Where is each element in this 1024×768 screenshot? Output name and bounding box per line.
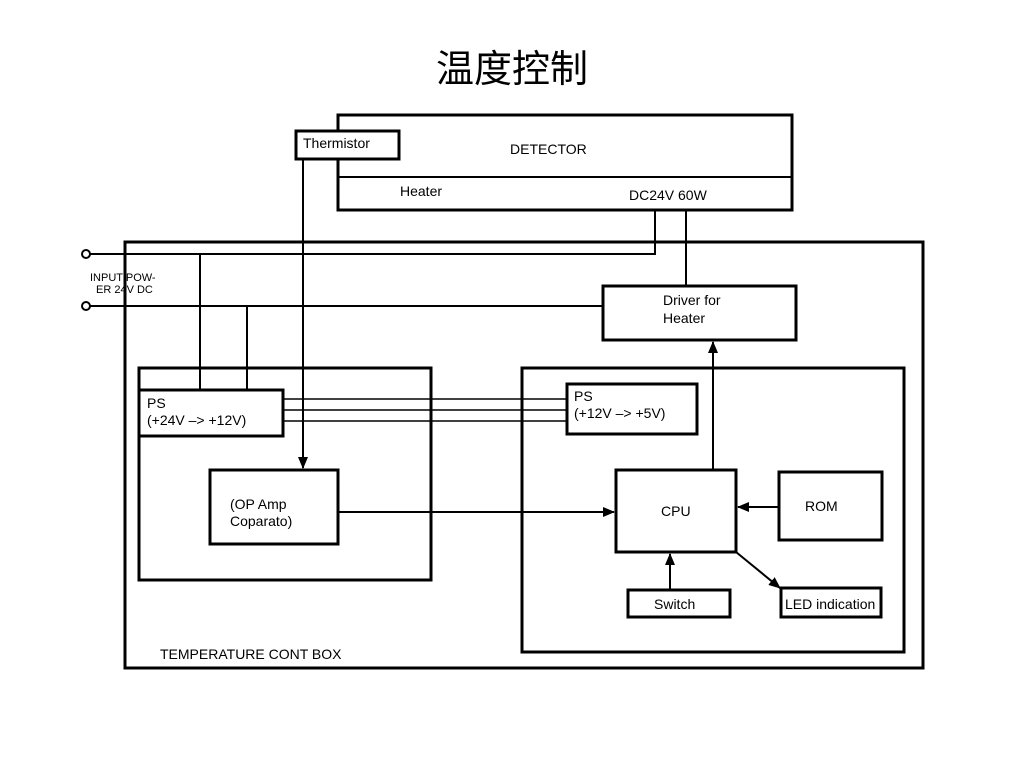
opamp-label-line1: (OP Amp — [230, 496, 287, 512]
opamp-label-line2: Coparato) — [230, 513, 292, 529]
rom-label: ROM — [805, 498, 838, 514]
ps1-label-line1: PS — [147, 395, 166, 411]
temperature-box-label: TEMPERATURE CONT BOX — [160, 646, 342, 662]
cpu-led-arrow — [735, 551, 781, 589]
thermistor-label: Thermistor — [303, 135, 370, 151]
heater-rating-label: DC24V 60W — [629, 187, 708, 203]
ps2-label-line1: PS — [574, 388, 593, 404]
driver-label-line1: Driver for — [663, 292, 721, 308]
led-block — [779, 586, 883, 619]
power-line-top — [90, 210, 656, 255]
input-terminal-top — [81, 249, 91, 259]
cpu-label: CPU — [661, 503, 691, 519]
page-title: 温度控制 — [435, 47, 588, 91]
ps1-label-line2: (+24V –> +12V) — [147, 412, 246, 428]
input-terminal-bottom — [81, 301, 91, 311]
thermistor-block — [294, 129, 401, 161]
input-power-label-line2: ER 24V DC — [96, 284, 153, 296]
ps1-block — [137, 388, 285, 438]
ps2-block — [565, 382, 699, 436]
analog-subbox — [137, 366, 433, 582]
temperature-cont-box — [123, 240, 925, 670]
opamp-block — [208, 468, 340, 546]
driver-label-line2: Heater — [663, 310, 705, 326]
switch-block — [626, 588, 732, 619]
ps2-label-line2: (+12V –> +5V) — [574, 405, 665, 421]
detector-block — [336, 113, 794, 212]
led-label: LED indication — [785, 596, 875, 612]
rom-block — [777, 470, 884, 542]
heater-label: Heater — [400, 183, 442, 199]
detector-label: DETECTOR — [510, 141, 587, 157]
driver-block — [601, 284, 798, 342]
switch-label: Switch — [654, 596, 695, 612]
cpu-block — [614, 468, 738, 554]
input-power-label-line1: INPUT POW- — [90, 272, 156, 284]
